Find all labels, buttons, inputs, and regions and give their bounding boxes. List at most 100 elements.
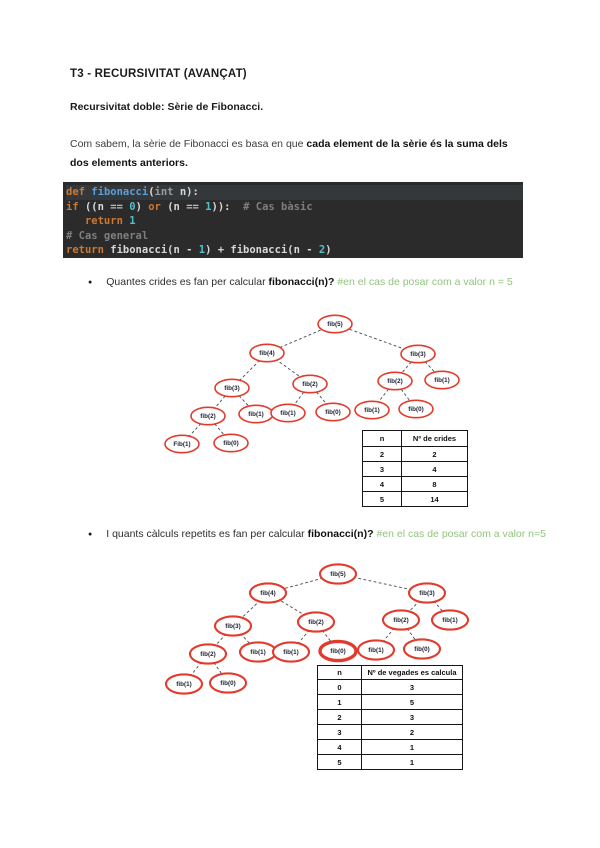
tree-node: fib(4) bbox=[249, 343, 285, 363]
table-cell: 5 bbox=[361, 694, 463, 710]
code-token: n): bbox=[173, 186, 199, 198]
node-ellipse bbox=[318, 639, 358, 663]
node-ellipse bbox=[402, 638, 442, 660]
table-cell: 1 bbox=[361, 754, 463, 770]
node-label: fib(1) bbox=[280, 410, 295, 417]
tree-edge bbox=[267, 592, 317, 623]
code-token: 2 bbox=[318, 244, 326, 257]
bullet-question-calls: ●Quantes crides es fan per calcular fibo… bbox=[88, 276, 568, 288]
node-label: fib(2) bbox=[308, 619, 323, 626]
code-token: fibonacci bbox=[91, 186, 149, 198]
table-cell: 3 bbox=[362, 461, 402, 477]
tree-node: fib(1) bbox=[238, 404, 274, 424]
intro-text-bold: cada element de la sèrie és la suma dels… bbox=[70, 138, 508, 169]
tree-node: fib(5) bbox=[318, 563, 358, 585]
table-cell: 3 bbox=[361, 709, 463, 725]
code-token: return bbox=[84, 215, 123, 228]
node-ellipse bbox=[377, 371, 413, 391]
bullet-text: Quantes crides es fan per calcular bbox=[106, 276, 269, 288]
table-cell: 1 bbox=[317, 694, 362, 710]
node-label: fib(1) bbox=[364, 407, 379, 414]
code-token: ) + fibonacci(n - bbox=[205, 244, 319, 257]
tree-node: fib(1) bbox=[164, 673, 204, 695]
node-label: fib(2) bbox=[302, 381, 317, 388]
tree-node: fib(1) bbox=[270, 403, 306, 423]
node-label: fib(3) bbox=[225, 623, 240, 630]
node-label: fib(1) bbox=[176, 681, 191, 688]
code-token: or bbox=[148, 200, 161, 213]
node-ellipse bbox=[354, 400, 390, 420]
tree-node: fib(2) bbox=[296, 611, 336, 633]
node-ellipse bbox=[296, 611, 336, 633]
fibonacci-repeated-calcs-tree: fib(5) fib(4) fib(3) fib(3) fib(2) fib(2) fib(… bbox=[164, 563, 470, 695]
bullet-function-name: fibonacci(n)? bbox=[307, 528, 377, 540]
node-label: fib(5) bbox=[327, 321, 342, 328]
code-token: fibonacci(n - bbox=[103, 244, 199, 257]
bullet-green-note: #en el cas de posar com a valor n=5 bbox=[376, 528, 546, 540]
tree-node: fib(3) bbox=[400, 344, 436, 364]
table-cell: 2 bbox=[361, 724, 463, 740]
code-token: return bbox=[66, 244, 104, 257]
tree-node: fib(0) bbox=[208, 672, 248, 694]
table-cell: 2 bbox=[401, 446, 468, 462]
node-label: fib(0) bbox=[414, 646, 429, 653]
tree-node: fib(1) bbox=[238, 641, 278, 663]
table-cell: 4 bbox=[362, 476, 402, 492]
node-label: fib(0) bbox=[330, 648, 345, 655]
node-label: fib(0) bbox=[325, 409, 340, 416]
tree-node: fib(4) bbox=[248, 582, 288, 604]
tree-node: fib(1) bbox=[424, 370, 460, 390]
node-ellipse bbox=[213, 433, 249, 453]
tree-node: fib(3) bbox=[407, 582, 447, 604]
tree-node: fib(0) bbox=[213, 433, 249, 453]
table-cell: 8 bbox=[401, 476, 468, 492]
table-cell: 4 bbox=[401, 461, 468, 477]
node-ellipse bbox=[270, 403, 306, 423]
tree-node: fib(1) bbox=[356, 639, 396, 661]
node-label: fib(4) bbox=[259, 350, 274, 357]
fibonacci-calls-tree: fib(5)fib(4)fib(3)fib(3)fib(2)fib(2)fib(… bbox=[164, 314, 460, 454]
bullet-question-repeated: ● I quants càlculs repetits es fan per ca… bbox=[88, 528, 568, 540]
node-ellipse bbox=[400, 344, 436, 364]
node-label: fib(1) bbox=[442, 617, 457, 624]
table-header-cell: n bbox=[317, 665, 362, 680]
node-label: fib(2) bbox=[200, 651, 215, 658]
node-ellipse bbox=[164, 434, 200, 454]
node-ellipse bbox=[213, 615, 253, 637]
table-header-cell: n bbox=[362, 430, 402, 447]
node-ellipse bbox=[381, 609, 421, 631]
tree-node: fib(3) bbox=[213, 615, 253, 637]
bullet-green-note: #en el cas de posar com a valor n = 5 bbox=[337, 276, 513, 288]
node-label: Fib(1) bbox=[173, 441, 190, 448]
table-cell: 0 bbox=[317, 679, 362, 695]
intro-text: Com sabem, la sèrie de Fibonacci es basa… bbox=[70, 138, 307, 150]
node-label: fib(2) bbox=[393, 617, 408, 624]
code-token bbox=[66, 215, 85, 227]
node-label: fib(1) bbox=[368, 647, 383, 654]
node-label: fib(3) bbox=[419, 590, 434, 597]
node-ellipse bbox=[188, 643, 228, 665]
bullet-text: I quants càlculs repetits es fan per cal… bbox=[106, 528, 308, 540]
node-ellipse bbox=[356, 639, 396, 661]
code-token: )): bbox=[211, 200, 244, 213]
node-label: fib(2) bbox=[200, 413, 215, 420]
bullet-icon: ● bbox=[88, 530, 93, 538]
code-token: ) bbox=[135, 200, 149, 213]
node-label: fib(0) bbox=[220, 680, 235, 687]
node-ellipse bbox=[271, 641, 311, 663]
intro-paragraph: Com sabem, la sèrie de Fibonacci es basa… bbox=[70, 135, 522, 172]
node-ellipse bbox=[318, 563, 358, 585]
node-ellipse bbox=[317, 314, 353, 334]
tree-node: Fib(1) bbox=[164, 434, 200, 454]
code-token: 1 bbox=[198, 244, 206, 257]
code-line: # Cas general bbox=[66, 229, 523, 244]
